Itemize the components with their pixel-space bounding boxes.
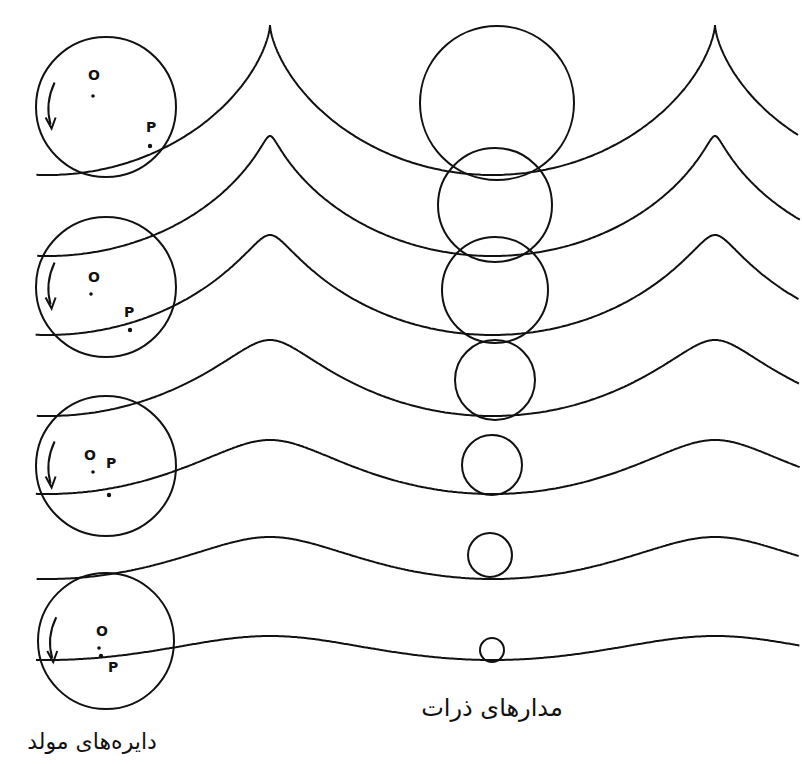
arrow-head bbox=[47, 651, 57, 662]
circle-outline bbox=[38, 573, 174, 709]
circles-caption: دایره‌های مولد bbox=[24, 729, 160, 755]
orbits-caption: مدارهای ذرات bbox=[418, 694, 566, 723]
circle-outline bbox=[36, 217, 176, 357]
particle-orbit bbox=[420, 26, 574, 180]
center-dot bbox=[91, 94, 95, 98]
rotation-arrow bbox=[48, 83, 54, 125]
circle-outline bbox=[36, 37, 176, 177]
particle-dot bbox=[148, 144, 152, 148]
generating-circle: OP bbox=[34, 215, 178, 359]
particle-orbit bbox=[438, 148, 552, 262]
center-dot bbox=[91, 470, 95, 474]
circle-outline bbox=[36, 396, 176, 536]
rotation-arrow bbox=[50, 617, 56, 658]
particle-orbit bbox=[442, 237, 548, 343]
particle-dot bbox=[99, 654, 103, 658]
wave-profile bbox=[36, 636, 799, 660]
wave-profile bbox=[36, 440, 800, 494]
center-label: O bbox=[96, 624, 108, 638]
particle-label: P bbox=[146, 120, 156, 134]
arrow-head bbox=[46, 298, 56, 309]
rotation-arrow bbox=[48, 263, 54, 305]
circle-outline bbox=[36, 571, 176, 711]
particle-orbit bbox=[480, 638, 504, 662]
arrow-head bbox=[46, 118, 56, 129]
center-label: O bbox=[88, 270, 100, 284]
particle-orbit bbox=[455, 340, 535, 420]
particle-label: P bbox=[108, 660, 118, 674]
particle-dot bbox=[107, 493, 111, 497]
center-dot bbox=[89, 292, 93, 296]
particle-label: P bbox=[124, 305, 134, 319]
center-label: O bbox=[88, 68, 100, 82]
particle-label: P bbox=[106, 456, 116, 470]
generating-circle: OP bbox=[36, 571, 176, 711]
wave-profile bbox=[36, 25, 798, 175]
center-dot bbox=[97, 646, 101, 650]
circle-outline bbox=[34, 215, 178, 359]
particle-dot bbox=[128, 328, 132, 332]
wave-profile bbox=[37, 136, 800, 256]
arrow-head bbox=[46, 477, 56, 488]
generating-circle: OP bbox=[34, 394, 178, 538]
center-label: O bbox=[84, 448, 96, 462]
wave-profile bbox=[37, 340, 799, 416]
wave-profile bbox=[37, 537, 799, 579]
particle-orbit bbox=[468, 533, 512, 577]
generating-circle: OP bbox=[34, 35, 178, 179]
circle-outline bbox=[34, 35, 178, 179]
particle-orbit bbox=[462, 435, 522, 495]
wave-profile bbox=[36, 235, 799, 335]
rotation-arrow bbox=[48, 442, 54, 484]
